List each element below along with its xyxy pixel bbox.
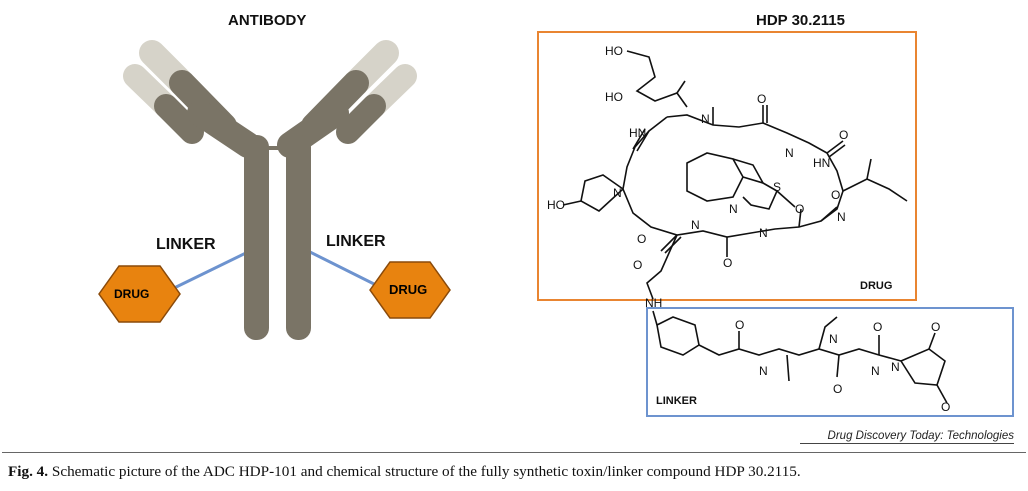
svg-text:N: N bbox=[759, 226, 768, 240]
svg-text:O: O bbox=[833, 382, 842, 396]
caption-text: Schematic picture of the ADC HDP-101 and… bbox=[51, 463, 801, 480]
svg-text:HN: HN bbox=[629, 126, 646, 140]
linker-label-right: LINKER bbox=[326, 233, 386, 250]
drug-hexagon-right bbox=[369, 261, 451, 319]
linker-tag: LINKER bbox=[656, 395, 697, 407]
svg-text:N: N bbox=[837, 210, 846, 224]
linker-bonds bbox=[652, 310, 948, 404]
svg-text:N: N bbox=[691, 218, 700, 232]
svg-text:HN: HN bbox=[813, 156, 830, 170]
svg-text:O: O bbox=[735, 318, 744, 332]
svg-text:O: O bbox=[839, 128, 848, 142]
figure-caption: Fig. 4. Schematic picture of the ADC HDP… bbox=[8, 463, 801, 481]
svg-text:O: O bbox=[757, 92, 766, 106]
svg-text:HO: HO bbox=[547, 198, 565, 212]
antibody-stem bbox=[244, 135, 311, 340]
drug-tag: DRUG bbox=[860, 280, 893, 292]
drug-structure-box bbox=[537, 31, 917, 301]
linker-structure-box bbox=[646, 307, 1014, 417]
linker-line-right bbox=[305, 248, 381, 289]
antibody-diagram bbox=[98, 40, 451, 340]
svg-text:N: N bbox=[759, 364, 768, 378]
svg-text:N: N bbox=[785, 146, 794, 160]
caption-divider bbox=[2, 452, 1026, 453]
antibody-arm-left bbox=[123, 40, 261, 158]
linker-label-left: LINKER bbox=[156, 236, 216, 253]
svg-text:N: N bbox=[871, 364, 880, 378]
svg-text:N: N bbox=[729, 202, 738, 216]
svg-text:O: O bbox=[831, 188, 840, 202]
svg-text:N: N bbox=[701, 112, 710, 126]
linker-atoms: O N N O O N O O N bbox=[735, 318, 950, 414]
svg-text:N: N bbox=[613, 186, 622, 200]
structure-title: HDP 30.2115 bbox=[756, 12, 845, 29]
svg-text:O: O bbox=[633, 258, 642, 272]
source-credit: Drug Discovery Today: Technologies bbox=[800, 430, 1014, 444]
svg-text:N: N bbox=[891, 360, 900, 374]
svg-text:O: O bbox=[941, 400, 950, 414]
svg-text:HO: HO bbox=[605, 44, 623, 58]
linker-line-left bbox=[167, 248, 253, 293]
caption-label: Fig. 4. bbox=[8, 463, 49, 480]
svg-text:S: S bbox=[773, 180, 781, 194]
svg-text:O: O bbox=[795, 202, 804, 216]
drug-label-left: DRUG bbox=[114, 287, 150, 301]
svg-text:O: O bbox=[931, 320, 940, 334]
drug-bonds bbox=[562, 50, 908, 300]
svg-text:O: O bbox=[873, 320, 882, 334]
svg-text:NH: NH bbox=[645, 296, 662, 310]
drug-label-right: DRUG bbox=[389, 282, 428, 297]
antibody-title: ANTIBODY bbox=[228, 12, 307, 29]
antibody-arm-right bbox=[277, 40, 417, 158]
chemical-structure: HO HO HN N O HN N O HO N S N N O O N N O… bbox=[547, 44, 950, 414]
svg-text:O: O bbox=[723, 256, 732, 270]
svg-text:HO: HO bbox=[605, 90, 623, 104]
svg-text:O: O bbox=[637, 232, 646, 246]
drug-hexagon-left bbox=[98, 265, 181, 323]
drug-atoms: HO HO HN N O HN N O HO N S N N O O N N O… bbox=[547, 44, 848, 310]
svg-text:N: N bbox=[829, 332, 838, 346]
